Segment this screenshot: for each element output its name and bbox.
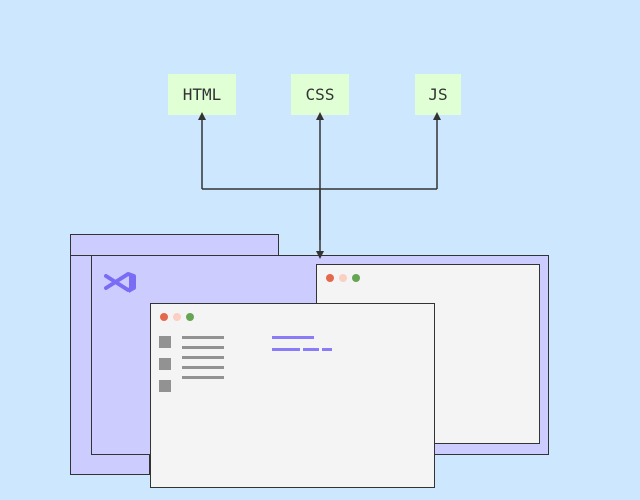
back-panel-tab [70, 234, 279, 256]
minimize-dot-icon [339, 274, 347, 282]
js-label: JS [428, 85, 448, 104]
close-dot-icon [326, 274, 334, 282]
text-placeholder [182, 366, 224, 369]
code-window [150, 303, 435, 488]
code-line [303, 348, 319, 351]
maximize-dot-icon [186, 313, 194, 321]
file-icon [159, 380, 171, 392]
minimize-dot-icon [173, 313, 181, 321]
css-box: CSS [291, 74, 349, 115]
text-placeholder [182, 376, 224, 379]
code-line [322, 348, 332, 351]
close-dot-icon [160, 313, 168, 321]
text-placeholder [182, 356, 224, 359]
file-icon [159, 336, 171, 348]
file-icon [159, 358, 171, 370]
code-line [272, 348, 300, 351]
css-label: CSS [305, 85, 335, 104]
html-label: HTML [182, 85, 222, 104]
js-box: JS [415, 74, 461, 115]
text-placeholder [182, 336, 224, 339]
code-line [272, 336, 314, 339]
text-placeholder [182, 346, 224, 349]
html-box: HTML [168, 74, 236, 115]
visual-studio-icon [104, 272, 136, 293]
maximize-dot-icon [352, 274, 360, 282]
